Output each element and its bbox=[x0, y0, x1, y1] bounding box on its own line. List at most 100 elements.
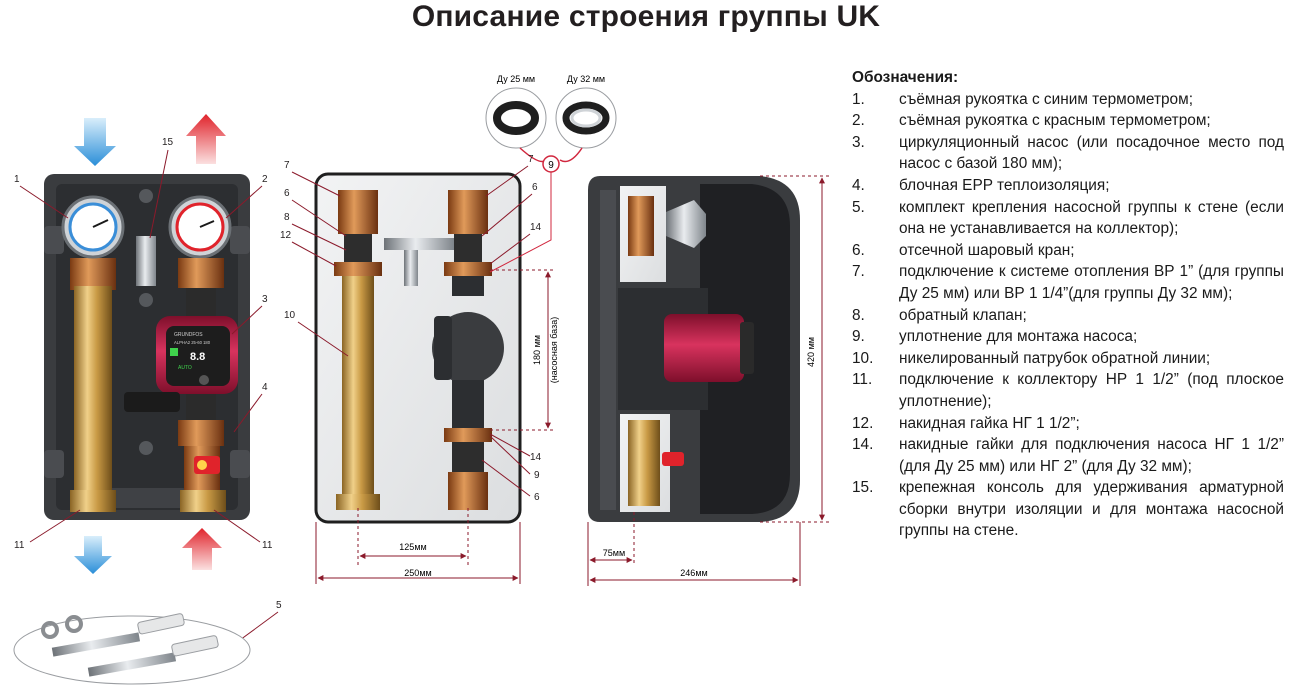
legend-text: циркуляционный насос (или посадочное мес… bbox=[899, 133, 1284, 173]
legend-num: 5. bbox=[852, 198, 865, 216]
callout-7-left: 7 bbox=[284, 160, 290, 171]
callout-6-bottom: 6 bbox=[534, 492, 540, 503]
callout-4: 4 bbox=[262, 382, 268, 393]
dim-250: 250мм bbox=[404, 568, 431, 578]
pump-brand-label: GRUNDFOS bbox=[174, 332, 203, 338]
legend-num: 9. bbox=[852, 328, 865, 346]
pump-icon: GRUNDFOS ALPHA2 25-60 180 8.8 AUTO bbox=[156, 316, 238, 394]
legend-num: 7. bbox=[852, 263, 865, 281]
legend-item: 7. подключение к системе отопления ВР 1” … bbox=[852, 261, 1284, 304]
legend-text: блочная EPP теплоизоляция; bbox=[899, 176, 1110, 194]
legend-item: 4. блочная EPP теплоизоляция; bbox=[852, 175, 1284, 197]
return-out-arrow-icon bbox=[186, 114, 226, 164]
right-dimensions bbox=[587, 175, 830, 586]
blue-thermometer-icon bbox=[61, 195, 125, 259]
left-callouts: 1 2 15 3 4 11 11 5 bbox=[14, 137, 282, 641]
legend-item: 5. комплект крепления насосной группы к с… bbox=[852, 197, 1284, 240]
seal-du32-label: Ду 32 мм bbox=[567, 74, 605, 84]
dim-180-sub: (насосная база) bbox=[549, 317, 559, 383]
legend-text: подключение к коллектору НР 1 1/2” (под … bbox=[899, 371, 1284, 410]
bolt-icon bbox=[51, 632, 177, 677]
legend-num: 3. bbox=[852, 133, 865, 151]
callout-1: 1 bbox=[14, 174, 20, 185]
ball-valve-handle-icon bbox=[194, 456, 220, 474]
legend-text: никелированный патрубок обратной линии; bbox=[899, 349, 1211, 367]
callout-10: 10 bbox=[284, 310, 296, 321]
seal-du25-label: Ду 25 мм bbox=[497, 74, 535, 84]
callout-2: 2 bbox=[262, 174, 268, 185]
legend-item: 8. обратный клапан; bbox=[852, 305, 1284, 327]
legend-num: 11. bbox=[852, 371, 873, 389]
legend-num: 14. bbox=[852, 436, 874, 454]
legend-text: съёмная рукоятка с синим термометром; bbox=[899, 90, 1193, 108]
legend-num: 8. bbox=[852, 306, 865, 324]
legend-item: 12. накидная гайка НГ 1 1/2”; bbox=[852, 413, 1284, 435]
side-view bbox=[588, 176, 800, 522]
bottom-red-arrow-up-icon bbox=[182, 528, 222, 570]
legend-text: накидные гайки для подключения насоса НГ… bbox=[899, 436, 1284, 475]
callout-5: 5 bbox=[276, 600, 282, 611]
dim-420: 420 мм bbox=[806, 337, 816, 367]
pump-model-label: ALPHA2 25-60 180 bbox=[174, 340, 211, 345]
legend-text: отсечной шаровый кран; bbox=[899, 241, 1075, 259]
page-title: Описание строения группы UK bbox=[411, 0, 881, 33]
dim-75: 75мм bbox=[603, 548, 625, 558]
seals: Ду 25 мм Ду 32 мм 9 bbox=[485, 74, 617, 273]
red-thermometer-icon bbox=[168, 195, 232, 259]
dim-125: 125мм bbox=[399, 542, 426, 552]
washer-icon bbox=[41, 615, 83, 639]
dim-180: 180 мм bbox=[532, 335, 542, 365]
callout-14-top: 14 bbox=[530, 222, 542, 233]
bottom-blue-arrow-icon bbox=[74, 536, 112, 574]
callout-7-right: 7 bbox=[528, 154, 534, 165]
legend-num: 2. bbox=[852, 112, 865, 130]
callout-9-top: 9 bbox=[548, 160, 554, 171]
seal-du32-icon bbox=[562, 101, 610, 135]
legend-num: 4. bbox=[852, 176, 865, 194]
callout-3: 3 bbox=[262, 294, 268, 305]
wall-plug-icon bbox=[137, 613, 219, 657]
legend-item: 1. съёмная рукоятка с синим термометром; bbox=[852, 89, 1284, 111]
legend-text: крепежная консоль для удерживания армату… bbox=[899, 479, 1284, 540]
callout-11-left: 11 bbox=[14, 540, 25, 551]
callout-14-bottom: 14 bbox=[530, 452, 542, 463]
callout-9-bottom: 9 bbox=[534, 470, 540, 481]
legend-item: 14. накидные гайки для подключения насоса… bbox=[852, 434, 1284, 477]
callout-11-right: 11 bbox=[262, 540, 273, 551]
legend-text: комплект крепления насосной группы к сте… bbox=[899, 198, 1284, 238]
callout-15: 15 bbox=[162, 137, 174, 148]
callout-6-left: 6 bbox=[284, 188, 290, 199]
legend-num: 10. bbox=[852, 349, 874, 367]
legend-num: 15. bbox=[852, 479, 874, 497]
legend-item: 2. съёмная рукоятка с красным термометром… bbox=[852, 110, 1284, 132]
legend-text: подключение к системе отопления ВР 1” (д… bbox=[899, 263, 1284, 302]
legend-item: 9. уплотнение для монтажа насоса; bbox=[852, 326, 1284, 348]
legend-num: 1. bbox=[852, 90, 865, 108]
legend-num: 12. bbox=[852, 414, 874, 432]
legend-item: 10. никелированный патрубок обратной лини… bbox=[852, 348, 1284, 370]
assembled-group: GRUNDFOS ALPHA2 25-60 180 8.8 AUTO bbox=[44, 114, 250, 574]
legend-num: 6. bbox=[852, 241, 865, 259]
legend-item: 15. крепежная консоль для удерживания арм… bbox=[852, 477, 1284, 542]
front-schematic bbox=[314, 172, 522, 524]
legend-item: 3. циркуляционный насос (или посадочное м… bbox=[852, 132, 1284, 175]
middle-dimensions bbox=[315, 269, 556, 584]
legend-text: накидная гайка НГ 1 1/2”; bbox=[899, 414, 1080, 432]
legend-text: съёмная рукоятка с красным термометром; bbox=[899, 112, 1211, 130]
dim-246: 246мм bbox=[680, 568, 707, 578]
legend-item: 11. подключение к коллектору НР 1 1/2” (п… bbox=[852, 369, 1284, 412]
callout-6-right: 6 bbox=[532, 182, 538, 193]
legend: Обозначения: 1.съёмная рукоятка с синим … bbox=[852, 67, 1284, 542]
legend-text: обратный клапан; bbox=[899, 306, 1027, 324]
pump-group-diagram: GRUNDFOS ALPHA2 25-60 180 8.8 AUTO 1 2 1… bbox=[13, 74, 830, 685]
seal-du25-icon bbox=[493, 101, 539, 135]
middle-callouts: 7 6 8 12 10 7 6 14 14 9 6 bbox=[280, 154, 542, 503]
supply-in-arrow-icon bbox=[74, 118, 116, 166]
pump-display-value: 8.8 bbox=[190, 351, 205, 363]
pump-mode-label: AUTO bbox=[178, 365, 192, 371]
side-valve-handle-icon bbox=[662, 452, 684, 466]
mounting-kit bbox=[13, 613, 251, 685]
legend-item: 6. отсечной шаровый кран; bbox=[852, 240, 1284, 262]
legend-text: уплотнение для монтажа насоса; bbox=[899, 328, 1138, 346]
legend-list: 1.съёмная рукоятка с синим термометром; … bbox=[852, 89, 1284, 542]
